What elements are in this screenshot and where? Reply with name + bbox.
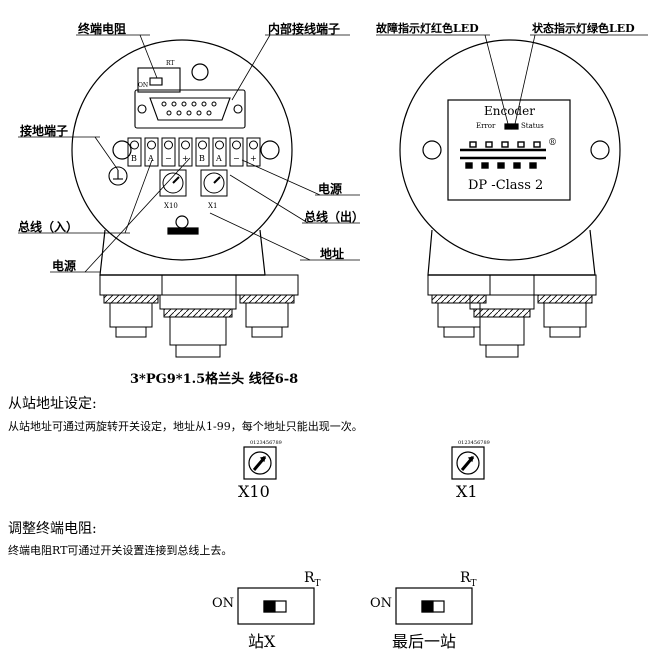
dial-x1-small: X1 [208,202,218,210]
profibus-network-icon [460,141,546,169]
error-led-label: Error [476,122,496,130]
switch-x-r-label: RT [304,570,321,589]
left-leader-lines [18,34,360,273]
dial-x1-graphic [451,446,485,480]
mount-hole-top [191,63,209,81]
label-fault-led: 故障指示灯红色LED [376,22,479,35]
left-dials [159,169,228,197]
encoder-label-plate [447,99,571,201]
dial-x10-digits: 0123456789 [250,440,282,446]
right-encoder-view [399,39,621,276]
terminal-letter-6: A [216,154,222,163]
status-led-label: Status [521,122,544,130]
cable-gland-caption: 3*PG9*1.5格兰头 线径6-8 [130,372,299,387]
switch-on-small: ON [138,82,149,89]
terminal-strip [127,137,261,167]
label-internal-terminal: 内部接线端子 [268,22,341,36]
switch-last-on-label: ON [370,596,393,611]
dsub-pins [161,101,217,116]
left-flange-notch [167,227,199,235]
label-terminal-resistor: 终端电阻 [78,22,127,36]
label-address: 地址 [320,247,345,261]
terminator-heading: 调整终端电阻: [8,521,97,537]
terminal-letter-1: B [131,154,137,163]
switch-x-caption: 站X [248,632,276,651]
terminal-letter-4: + [182,154,189,163]
switch-last-station [395,587,473,625]
terminal-letter-2: A [148,154,154,163]
right-encoder-body [399,39,621,261]
label-power-left: 电源 [52,259,77,273]
left-encoder-body [71,39,293,261]
switch-last-r-label: RT [460,570,477,589]
left-encoder-flange [99,229,266,276]
dial-x10-graphic [243,446,277,480]
terminator-switch-block [137,67,181,93]
switch-last-caption: 最后一站 [392,632,457,651]
switch-x-on-label: ON [212,596,235,611]
label-bus-in: 总线（入） [18,220,79,234]
label-ground-terminal: 接地端子 [20,124,69,138]
slave-address-heading: 从站地址设定: [8,396,97,412]
label-power-right: 电源 [318,182,343,196]
dp-class-label: DP -Class 2 [468,178,544,193]
switch-station-x [237,587,315,625]
terminal-letter-5: B [199,154,205,163]
switch-rt-small: RT [166,60,175,67]
mount-hole-left [112,140,132,160]
dial-x1-digits: 0123456789 [458,440,490,446]
terminal-letter-3: − [165,154,172,163]
right-cable-glands [427,274,597,358]
label-status-led: 状态指示灯绿色LED [532,22,635,35]
dsub-connector [134,89,246,129]
encoder-label: Encoder [484,104,535,118]
label-bus-out: 总线（出） [304,210,365,224]
slave-address-description: 从站地址可通过两旋转开关设定，地址从1-99，每个地址只能出现一次。 [8,420,363,433]
right-leader-lines [376,34,648,125]
registered-mark: ® [548,138,557,148]
terminal-letter-7: − [233,154,240,163]
dial-x10-label: X10 [238,482,270,501]
mount-hole-right [260,140,280,160]
dial-x1-label: X1 [456,482,478,501]
dial-x10-small: X10 [164,202,178,210]
terminator-description: 终端电阻RT可通过开关设置连接到总线上去。 [8,544,233,557]
left-cable-glands [99,274,299,358]
ground-symbol [108,166,128,186]
terminal-letter-8: + [250,154,257,163]
